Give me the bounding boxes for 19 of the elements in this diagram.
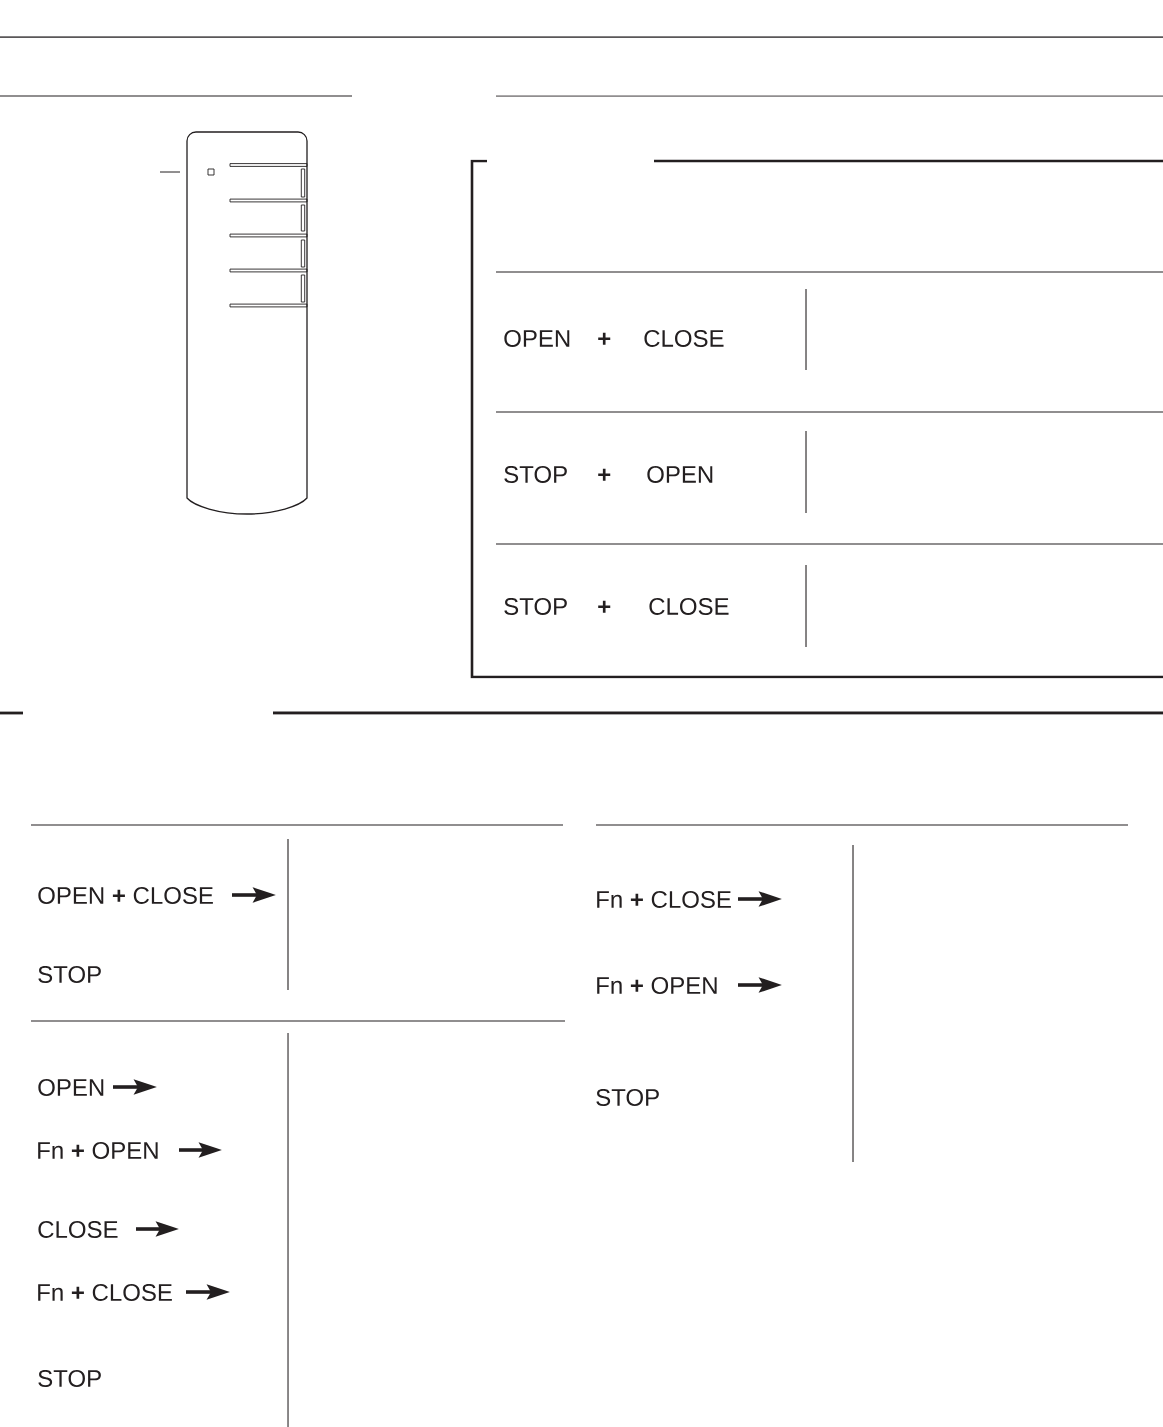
key-name: CLOSE: [38, 1220, 118, 1238]
key-name: OPEN: [38, 1078, 104, 1096]
key-combination: Fn + OPEN: [38, 1141, 158, 1159]
key-name: CLOSE: [644, 329, 724, 347]
key-combination: OPEN + CLOSE: [38, 886, 213, 904]
key-combination: Fn + CLOSE: [597, 890, 731, 908]
key-name: OPEN: [504, 329, 570, 347]
key-name: OPEN: [647, 465, 713, 483]
key-name: STOP: [596, 1088, 659, 1106]
plus-sign: +: [598, 332, 611, 345]
key-name: STOP: [504, 465, 567, 483]
key-combination: Fn + CLOSE: [38, 1283, 172, 1301]
key-name: STOP: [38, 1369, 101, 1387]
key-name: CLOSE: [649, 597, 729, 615]
key-name: STOP: [38, 965, 101, 983]
plus-sign: +: [598, 468, 611, 481]
plus-sign: +: [598, 600, 611, 613]
key-name: STOP: [504, 597, 567, 615]
key-combination: Fn + OPEN: [597, 976, 717, 994]
